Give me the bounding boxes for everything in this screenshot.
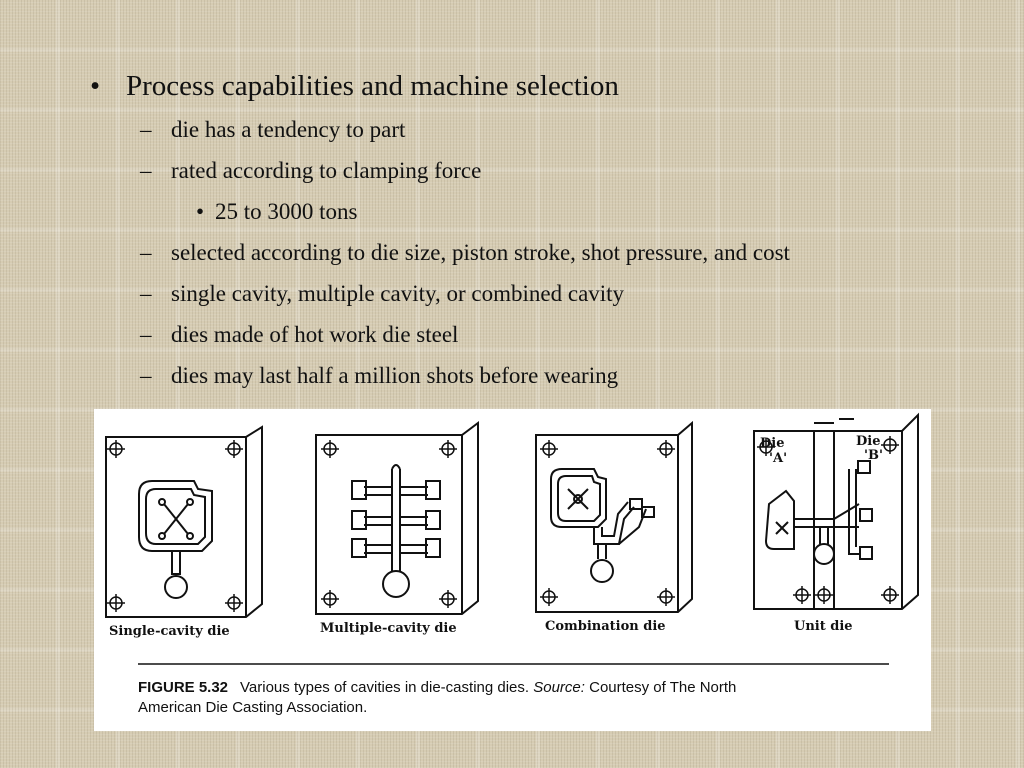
caption-text-2: Courtesy of The North: [585, 679, 736, 696]
single-cavity-die-label: Single-cavity die: [109, 624, 230, 639]
unit-die-diagram: [753, 412, 919, 610]
bullet-marker: •: [90, 70, 101, 102]
combination-die-label: Combination die: [545, 619, 666, 634]
figure-caption-line-1: FIGURE 5.32 Various types of cavities in …: [138, 679, 736, 696]
subitem-marker: –: [140, 281, 152, 306]
figure-caption-line-2: American Die Casting Association.: [138, 699, 367, 716]
subsubitem-marker: •: [196, 199, 205, 224]
unit-die-b-title: Die: [856, 434, 880, 449]
subitem-text: dies made of hot work die steel: [171, 322, 459, 347]
subitem-text: selected according to die size, piston s…: [171, 240, 790, 265]
subitem-marker: –: [140, 240, 152, 265]
caption-text-1: Various types of cavities in die-casting…: [240, 679, 533, 696]
multiple-cavity-die-label: Multiple-cavity die: [320, 621, 457, 636]
subitem-marker: –: [140, 158, 152, 183]
unit-die-b-name: 'B': [864, 448, 883, 463]
subitem-marker: –: [140, 322, 152, 347]
caption-source-label: Source:: [533, 679, 585, 696]
unit-die-a-title: Die: [760, 436, 784, 451]
subitem-text: rated according to clamping force: [171, 158, 482, 183]
main-bullet-text: Process capabilities and machine selecti…: [126, 70, 619, 102]
subsubitem-text: 25 to 3000 tons: [215, 199, 358, 224]
combination-die-diagram: [535, 420, 693, 613]
subitem-marker: –: [140, 117, 152, 142]
figure-number: FIGURE 5.32: [138, 679, 228, 696]
figure-drawing: Single-cavity die Multiple-cavity: [105, 412, 919, 716]
single-cavity-die-diagram: [105, 425, 263, 618]
die-cavities-figure: Single-cavity die Multiple-cavity: [94, 409, 931, 731]
subitem-marker: –: [140, 363, 152, 388]
subitem-text: dies may last half a million shots befor…: [171, 363, 619, 388]
unit-die-a-name: 'A': [769, 451, 787, 466]
multiple-cavity-die-diagram: [315, 421, 479, 615]
subitem-text: die has a tendency to part: [171, 117, 406, 142]
unit-die-label: Unit die: [794, 619, 853, 634]
subitem-text: single cavity, multiple cavity, or combi…: [171, 281, 625, 306]
